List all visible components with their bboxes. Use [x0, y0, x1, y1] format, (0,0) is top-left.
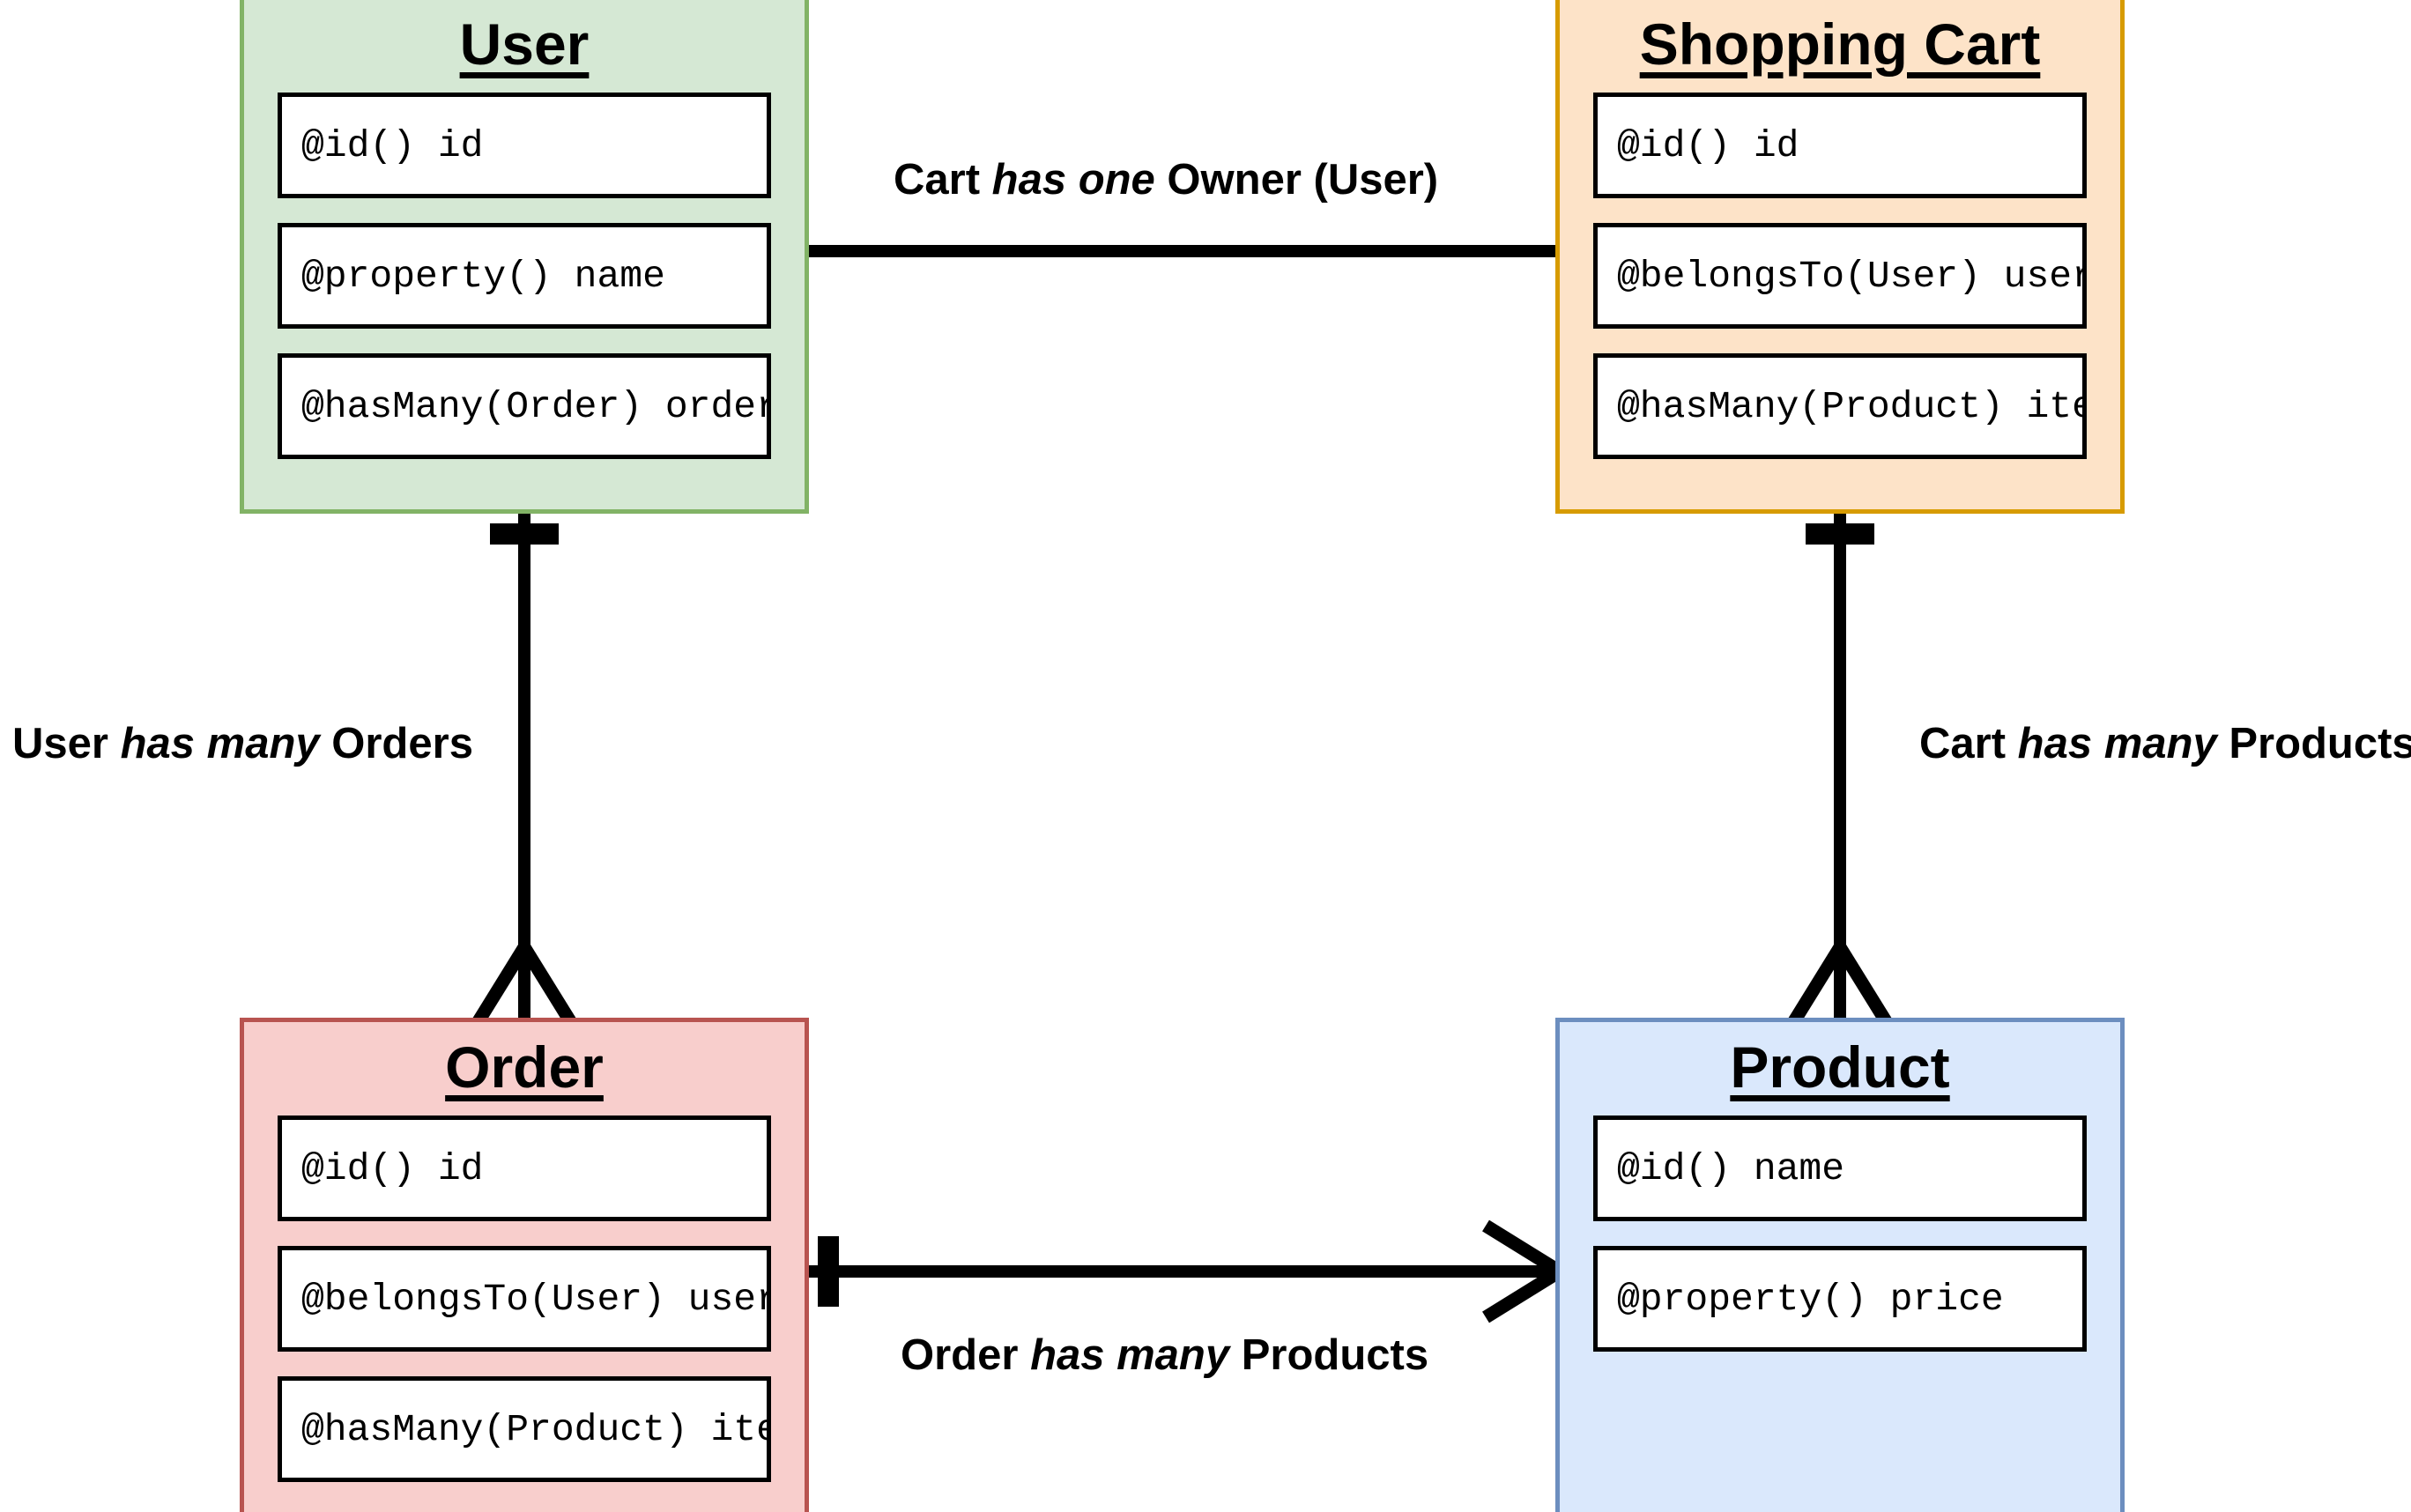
field-row[interactable]: @id() id [1593, 93, 2087, 198]
entity-shopping-cart[interactable]: Shopping Cart @id() id @belongsTo(User) … [1555, 0, 2125, 514]
entity-title-shopping-cart: Shopping Cart [1639, 11, 2041, 77]
field-row[interactable]: @property() price [1593, 1246, 2087, 1352]
entity-user[interactable]: User @id() id @property() name @hasMany(… [240, 0, 809, 514]
field-list-order: @id() id @belongsTo(User) userId @hasMan… [244, 1115, 805, 1482]
cardinality-one-cart-products [1806, 523, 1874, 545]
edge-label-order-products: Order has many Products [901, 1331, 1429, 1380]
field-row[interactable]: @id() id [278, 93, 771, 198]
field-list-product: @id() name @property() price [1560, 1115, 2120, 1352]
field-row[interactable]: @id() id [278, 1115, 771, 1221]
edge-label-user-orders: User has many Orders [12, 720, 473, 768]
edge-label-text-post: Owner (User) [1154, 156, 1439, 204]
field-row[interactable]: @property() name [278, 223, 771, 329]
edge-label-text-emphasis: has many [120, 720, 320, 767]
edge-label-text-pre: Order [901, 1331, 1031, 1379]
edge-label-cart-products: Cart has many Products [1919, 720, 2411, 768]
crow-foot-product-top [1788, 944, 1892, 1025]
field-row[interactable]: @hasMany(Product) items [1593, 353, 2087, 459]
cardinality-one-user-orders [490, 523, 559, 545]
edge-label-text-emphasis: has many [2017, 720, 2217, 767]
entity-title-product: Product [1730, 1034, 1950, 1100]
connector-user-orders [518, 509, 530, 1022]
field-list-shopping-cart: @id() id @belongsTo(User) userId @hasMan… [1560, 93, 2120, 459]
entity-order[interactable]: Order @id() id @belongsTo(User) userId @… [240, 1018, 809, 1512]
connector-cart-products [1834, 509, 1846, 1022]
field-row[interactable]: @hasMany(Order) orders [278, 353, 771, 459]
edge-label-text-pre: Cart [1919, 720, 2018, 767]
cardinality-one-order-products [818, 1236, 839, 1307]
entity-title-user: User [459, 11, 590, 77]
entity-product[interactable]: Product @id() name @property() price [1555, 1018, 2125, 1512]
field-list-user: @id() id @property() name @hasMany(Order… [244, 93, 805, 459]
edge-label-text-post: Products [2216, 720, 2411, 767]
field-row[interactable]: @belongsTo(User) userId [278, 1246, 771, 1352]
crow-foot-product-left [1482, 1219, 1563, 1323]
entity-title-order: Order [445, 1034, 604, 1100]
edge-label-text-post: Orders [319, 720, 473, 767]
edge-label-text-pre: User [12, 720, 121, 767]
crow-foot-order [472, 944, 576, 1025]
field-row[interactable]: @hasMany(Product) items [278, 1376, 771, 1482]
edge-label-text-pre: Cart [894, 156, 992, 204]
edge-label-text-emphasis: has many [1030, 1331, 1230, 1379]
edge-label-text-post: Products [1229, 1331, 1429, 1379]
connector-order-products [804, 1265, 1560, 1278]
field-row[interactable]: @id() name [1593, 1115, 2087, 1221]
edge-label-cart-owner: Cart has one Owner (User) [894, 156, 1439, 204]
field-row[interactable]: @belongsTo(User) userId [1593, 223, 2087, 329]
connector-cart-owner [804, 245, 1560, 257]
edge-label-text-emphasis: has one [991, 156, 1155, 204]
